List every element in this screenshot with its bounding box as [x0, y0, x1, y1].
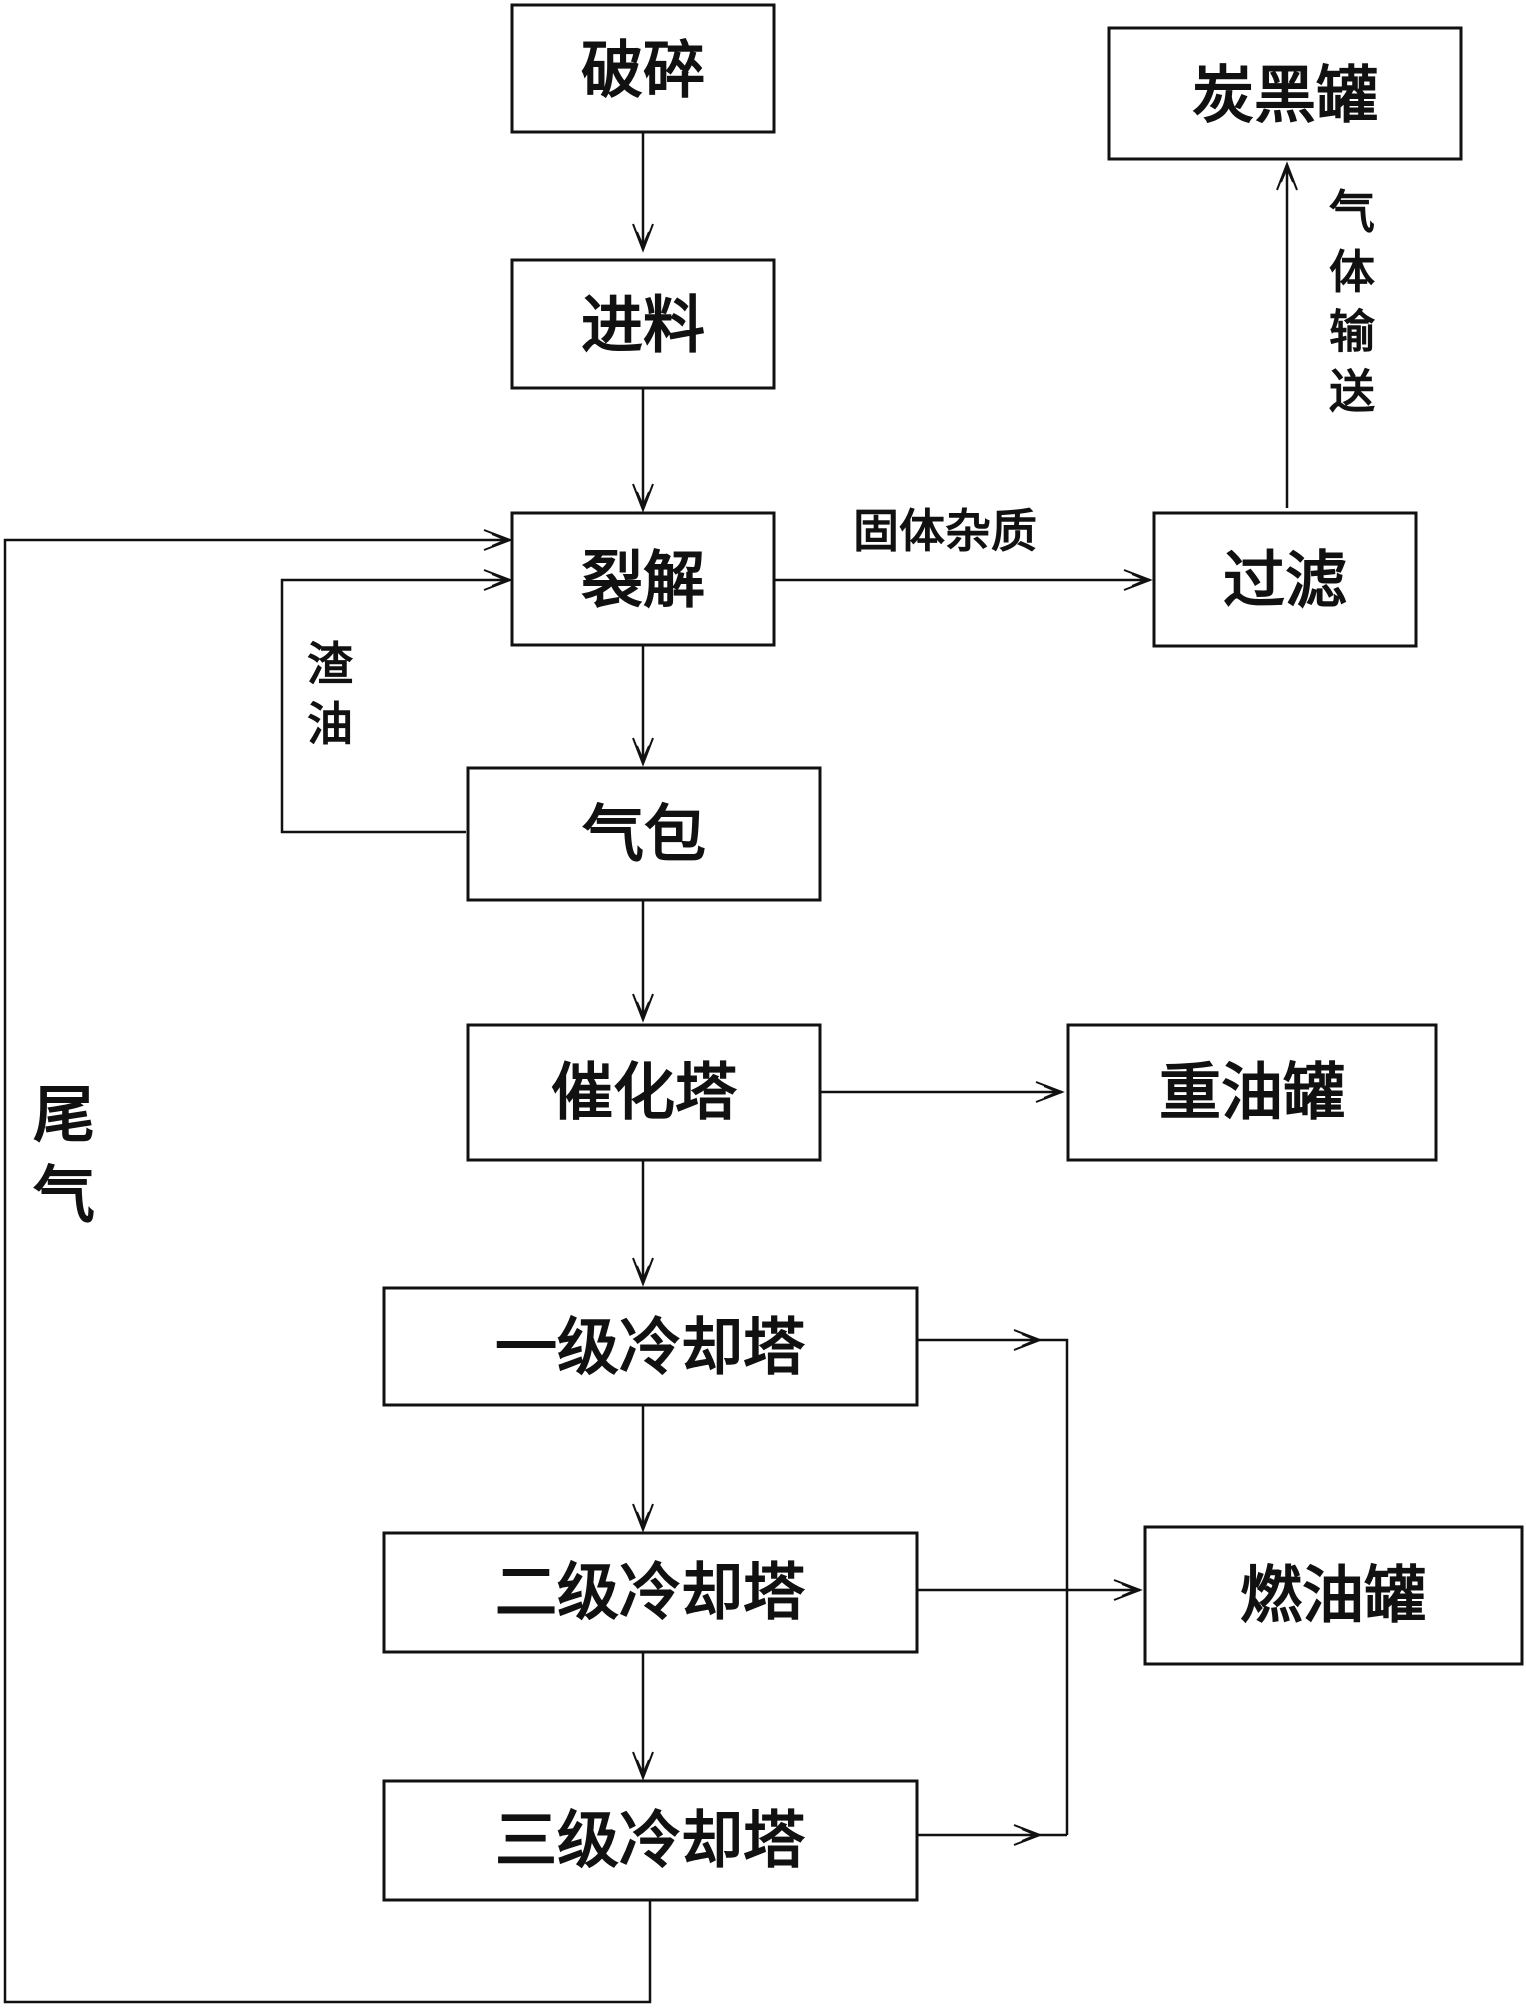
- node-carbon-black-tank-box: [1107, 26, 1463, 161]
- arrow-right-ct1-out: [1013, 1329, 1043, 1351]
- node-heavy-oil-tank: 重油罐: [1066, 1023, 1438, 1162]
- arrow-right-tail-gas: [483, 529, 513, 551]
- node-filter: 过滤: [1152, 511, 1418, 648]
- edge-tail-gas-loop: [3, 538, 652, 2004]
- vertical-glyph: 气: [1329, 185, 1375, 239]
- vertical-glyph: 油: [307, 697, 353, 751]
- arrow-right-residue-oil: [483, 569, 513, 591]
- node-crush: 破碎: [510, 3, 776, 134]
- node-cooling-tower-2-label: 二级冷却塔: [495, 1556, 806, 1629]
- node-pyrolysis: 裂解: [510, 511, 776, 647]
- node-cooling-tower-1: 一级冷却塔: [382, 1286, 919, 1407]
- arrow-down-ct1: [632, 1257, 654, 1287]
- edge-residue-oil-loop: [280, 578, 510, 834]
- label-gas-transport: 气体输送: [1329, 185, 1376, 418]
- node-crush-box: [510, 3, 776, 134]
- vertical-glyph: 气: [33, 1158, 95, 1231]
- node-cooling-tower-3: 三级冷却塔: [382, 1779, 919, 1902]
- arrow-up-carbon-black: [1276, 161, 1298, 191]
- node-pyrolysis-box: [510, 511, 776, 647]
- node-carbon-black-tank-label: 炭黑罐: [1192, 59, 1378, 132]
- node-steam-drum: 气包: [466, 766, 822, 902]
- node-cooling-tower-3-box: [382, 1779, 919, 1902]
- node-carbon-black-tank: 炭黑罐: [1107, 26, 1463, 161]
- node-steam-drum-label: 气包: [582, 798, 706, 871]
- connectors: [3, 132, 1289, 2004]
- vertical-glyph: 尾: [33, 1078, 95, 1151]
- node-pyrolysis-label: 裂解: [581, 544, 705, 617]
- node-cooling-tower-3-label: 三级冷却塔: [495, 1804, 806, 1877]
- vertical-glyph: 送: [1329, 364, 1375, 418]
- label-solid-impurities: 固体杂质: [853, 504, 1037, 558]
- node-heavy-oil-tank-box: [1066, 1023, 1438, 1162]
- node-cooling-tower-2: 二级冷却塔: [382, 1531, 919, 1654]
- arrow-right-ct3-out: [1013, 1824, 1043, 1846]
- arrow-down-ct3: [632, 1751, 654, 1781]
- node-catalytic-tower-box: [466, 1023, 822, 1162]
- node-feed: 进料: [510, 258, 776, 390]
- node-cooling-tower-1-box: [382, 1286, 919, 1407]
- label-residue-oil: 渣油: [307, 637, 354, 751]
- node-catalytic-tower: 催化塔: [466, 1023, 822, 1162]
- node-cooling-tower-1-label: 一级冷却塔: [495, 1311, 806, 1384]
- vertical-glyph: 输: [1329, 305, 1376, 359]
- arrow-right-filter: [1123, 569, 1153, 591]
- label-tail-gas: 尾气: [33, 1078, 95, 1232]
- node-crush-label: 破碎: [581, 34, 705, 107]
- node-fuel-oil-tank-box: [1143, 1525, 1524, 1666]
- node-filter-box: [1152, 511, 1418, 648]
- arrow-down-ct2: [632, 1503, 654, 1533]
- arrowheads: [483, 161, 1298, 1846]
- arrow-down-drum: [632, 737, 654, 767]
- edge-ct1-collector: [915, 1338, 1069, 1835]
- node-heavy-oil-tank-label: 重油罐: [1159, 1056, 1345, 1129]
- node-catalytic-tower-label: 催化塔: [551, 1056, 738, 1129]
- node-cooling-tower-2-box: [382, 1531, 919, 1654]
- node-steam-drum-box: [466, 766, 822, 902]
- node-filter-label: 过滤: [1223, 544, 1347, 617]
- node-feed-box: [510, 258, 776, 390]
- arrow-right-heavy-oil: [1035, 1081, 1065, 1103]
- arrow-down-catalytic: [632, 993, 654, 1023]
- arrow-down-feed: [632, 223, 654, 253]
- node-fuel-oil-tank: 燃油罐: [1143, 1525, 1524, 1666]
- arrow-down-pyrolysis: [632, 483, 654, 513]
- vertical-glyph: 渣: [307, 637, 354, 691]
- vertical-glyph: 体: [1329, 245, 1375, 299]
- arrow-right-fuel-oil: [1113, 1579, 1143, 1601]
- node-fuel-oil-tank-label: 燃油罐: [1240, 1559, 1426, 1632]
- node-feed-label: 进料: [581, 289, 705, 362]
